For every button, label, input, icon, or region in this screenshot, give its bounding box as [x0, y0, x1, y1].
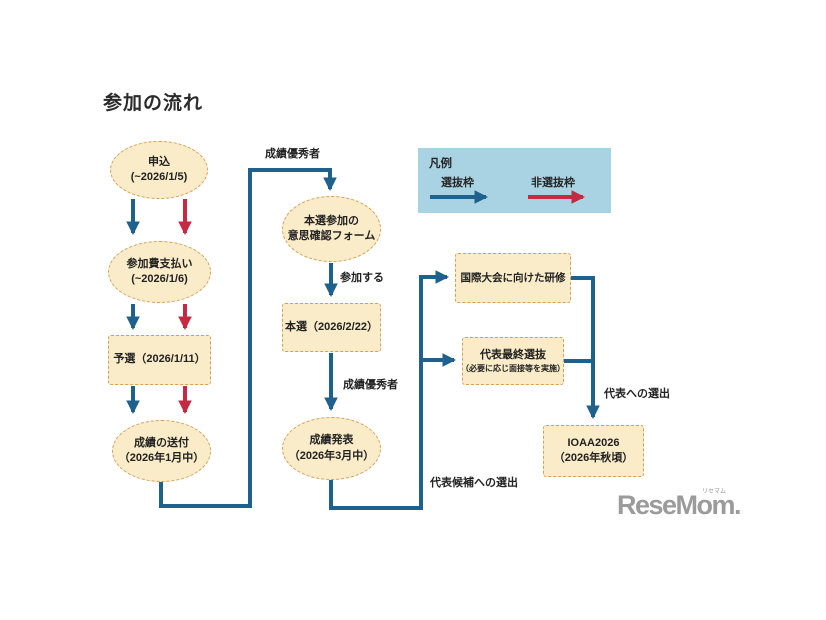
edge-label-candidate-selection: 代表候補への選出 — [430, 477, 518, 489]
arrow-results-to-intent-form — [159, 168, 337, 508]
node-intent-form-sub: 意思確認フォーム — [287, 230, 376, 242]
resemom-logo-text: ReseMom. — [617, 490, 742, 520]
legend-title: 凡例 — [429, 158, 452, 170]
edge-label-participate: 参加する — [340, 272, 384, 284]
node-preliminary: 予選（2026/1/11） — [108, 335, 211, 385]
node-preliminary-label: 予選（2026/1/11） — [113, 353, 206, 366]
node-results-sent: 成績の送付 （2026年1月中） — [112, 420, 211, 482]
arrow-training-to-ioaa — [570, 276, 600, 420]
node-final-selection-label: 代表最終選抜 — [480, 348, 546, 361]
node-training-label: 国際大会に向けた研修 — [460, 271, 566, 284]
node-apply-label: 申込 — [148, 155, 170, 168]
node-results-sent-sub: （2026年1月中） — [118, 452, 205, 464]
page-title: 参加の流れ — [103, 93, 204, 114]
arrow-results-to-training — [329, 270, 450, 510]
node-ioaa-sub: （2026年秋頃） — [553, 452, 634, 464]
node-training: 国際大会に向けた研修 — [455, 253, 571, 303]
node-intent-form-label: 本選参加の — [304, 214, 359, 227]
edge-label-representative-selection: 代表への選出 — [604, 388, 670, 400]
node-final-round-label: 本選（2026/2/22） — [285, 320, 378, 333]
node-results-announcement-sub: （2026年3月中） — [288, 449, 375, 462]
node-payment-label: 参加費支払い — [126, 257, 193, 270]
legend-label-non-selected: 非選抜枠 — [531, 177, 575, 189]
node-final-selection-sub: （必要に応じ面接等を実施） — [461, 364, 565, 374]
node-final-selection: 代表最終選抜 （必要に応じ面接等を実施） — [461, 337, 565, 385]
node-payment-sub: (~2026/1/6) — [131, 273, 188, 285]
node-apply-sub: (~2026/1/5) — [130, 171, 188, 183]
node-payment: 参加費支払い (~2026/1/6) — [108, 241, 211, 303]
node-apply: 申込 (~2026/1/5) — [110, 141, 208, 199]
node-intent-form: 本選参加の 意思確認フォーム — [282, 196, 381, 262]
node-results-announcement: 成績発表 （2026年3月中） — [282, 417, 381, 480]
resemom-logo: リセマム ReseMom. — [617, 489, 742, 521]
node-ioaa-label: IOAA2026 — [567, 436, 620, 449]
edge-label-top-performers-1: 成績優秀者 — [265, 148, 320, 160]
node-results-announcement-label: 成績発表 — [309, 434, 354, 447]
legend-label-selected: 選抜枠 — [441, 177, 474, 189]
node-results-sent-label: 成績の送付 — [134, 436, 189, 449]
resemom-logo-ruby: リセマム — [702, 489, 727, 495]
node-ioaa: IOAA2026 （2026年秋頃） — [543, 425, 644, 477]
node-final-round: 本選（2026/2/22） — [282, 303, 381, 352]
edge-label-top-performers-2: 成績優秀者 — [343, 379, 398, 391]
